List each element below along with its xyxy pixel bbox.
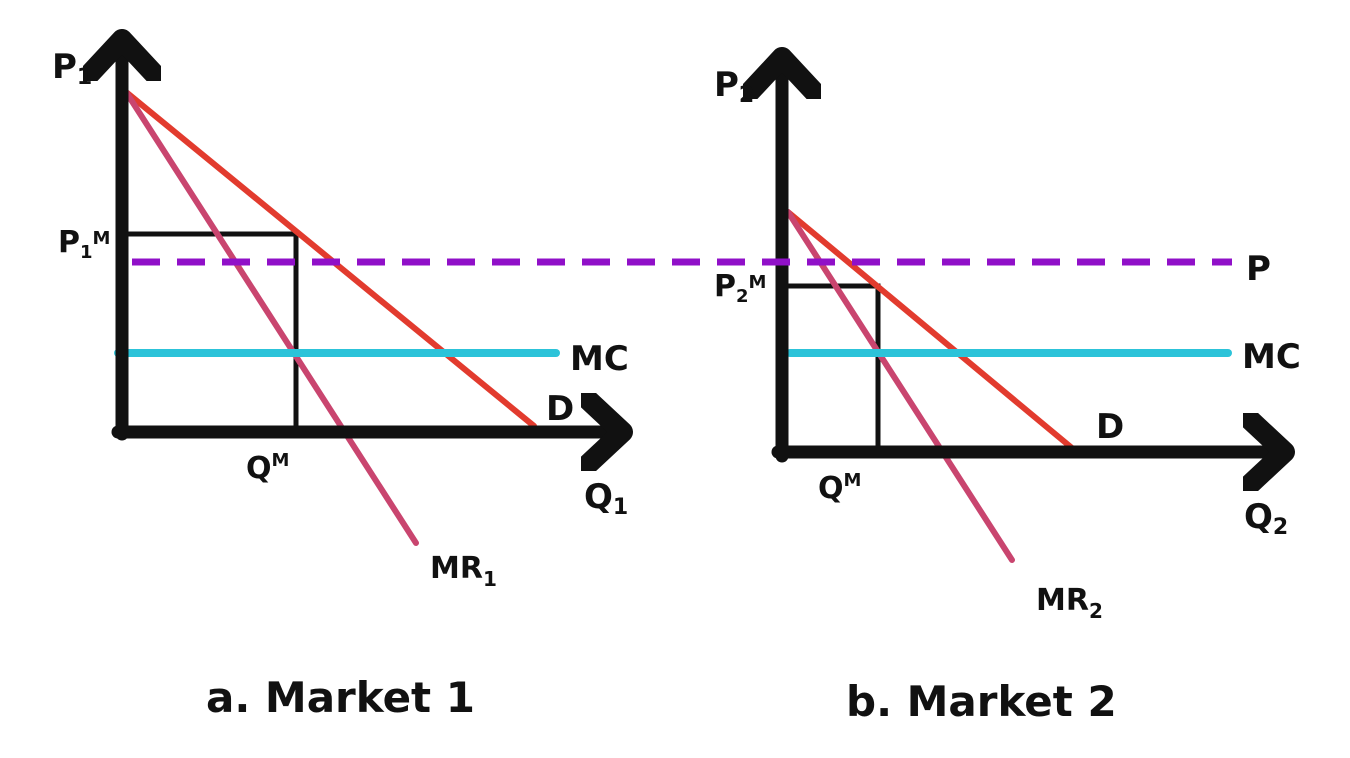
panel-market-1: P1 P1M QM MC D Q1 MR1 a. Market 1 bbox=[52, 42, 629, 722]
mc-label-1: MC bbox=[570, 339, 629, 379]
monopoly-rectangle-2 bbox=[781, 283, 881, 455]
uniform-price-label: P bbox=[1246, 249, 1271, 289]
caption-market-1: a. Market 1 bbox=[206, 673, 475, 722]
monopoly-price-label-1: P1M bbox=[58, 225, 110, 263]
panel-market-2: P2 P2M QM MC D P Q2 MR2 b. Market 2 bbox=[714, 60, 1301, 726]
marginal-revenue-curve-2 bbox=[785, 209, 1015, 563]
y-axis-label-1: P1 bbox=[52, 47, 92, 90]
monopoly-quantity-label-1: QM bbox=[246, 450, 289, 486]
caption-market-2: b. Market 2 bbox=[846, 677, 1117, 726]
mr-label-2: MR2 bbox=[1036, 583, 1103, 623]
monopoly-quantity-label-2: QM bbox=[818, 470, 861, 506]
demand-label-1: D bbox=[546, 389, 574, 429]
demand-curve-2 bbox=[785, 209, 1075, 451]
demand-label-2: D bbox=[1096, 407, 1124, 447]
x-axis-label-2: Q2 bbox=[1244, 497, 1288, 540]
x-axis-label-1: Q1 bbox=[584, 477, 628, 520]
mr-label-1: MR1 bbox=[430, 551, 497, 591]
marginal-revenue-curve-1 bbox=[123, 89, 419, 546]
mc-label-2: MC bbox=[1242, 337, 1301, 377]
y-axis-label-2: P2 bbox=[714, 65, 754, 108]
monopoly-price-label-2: P2M bbox=[714, 269, 766, 307]
